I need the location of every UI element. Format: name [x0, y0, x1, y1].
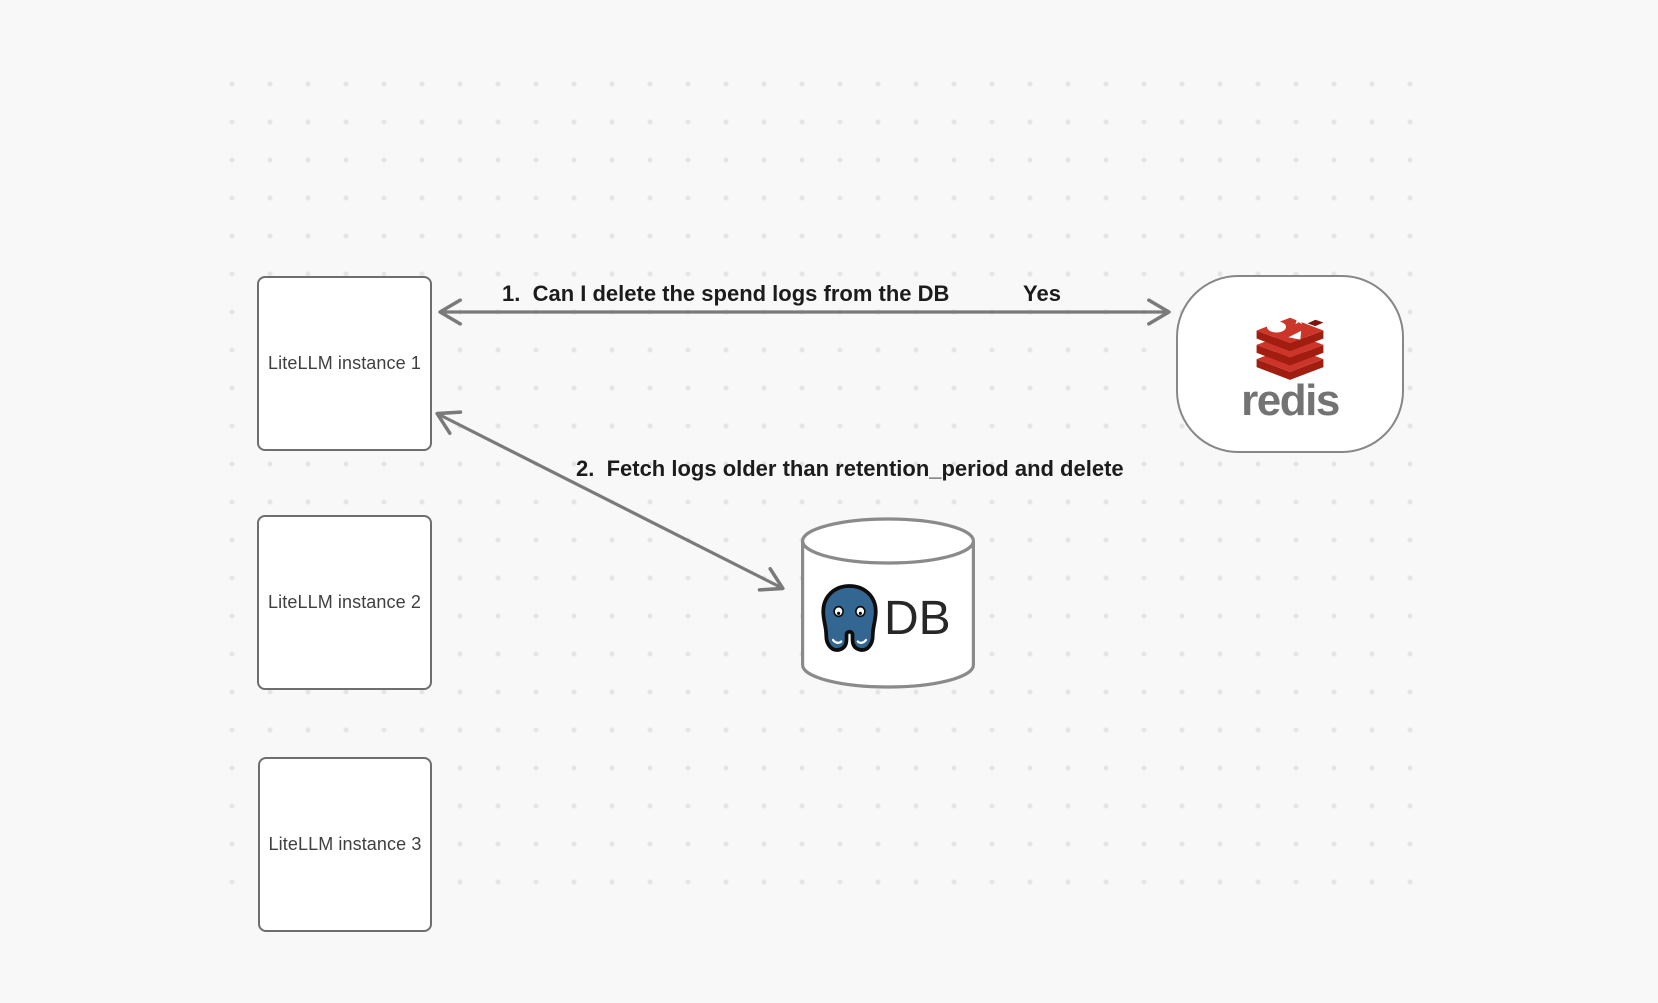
litellm-instance-1-node[interactable]: LiteLLM instance 1: [257, 276, 432, 451]
redis-wordmark: redis: [1241, 376, 1340, 425]
database-cylinder-icon: [800, 517, 976, 689]
redis-logo-icon: [1256, 314, 1324, 380]
redis-node[interactable]: redis: [1176, 275, 1404, 453]
postgres-db-node[interactable]: DB: [798, 515, 978, 693]
edge-label-question[interactable]: 1. Can I delete the spend logs from the …: [502, 281, 950, 306]
edge-label-fetch-delete[interactable]: 2. Fetch logs older than retention_perio…: [576, 456, 1124, 481]
db-fetch-arrow[interactable]: [435, 410, 785, 592]
node-label: LiteLLM instance 1: [268, 353, 421, 373]
edge-label-yes[interactable]: Yes: [1023, 281, 1061, 306]
litellm-instance-2-node[interactable]: LiteLLM instance 2: [257, 515, 432, 690]
postgresql-elephant-icon: [821, 584, 878, 652]
litellm-instance-3-node[interactable]: LiteLLM instance 3: [258, 757, 432, 932]
node-label: LiteLLM instance 3: [268, 834, 422, 854]
node-label: LiteLLM instance 2: [268, 592, 421, 612]
db-label: DB: [884, 592, 951, 645]
dot-grid-background: [213, 65, 1419, 889]
